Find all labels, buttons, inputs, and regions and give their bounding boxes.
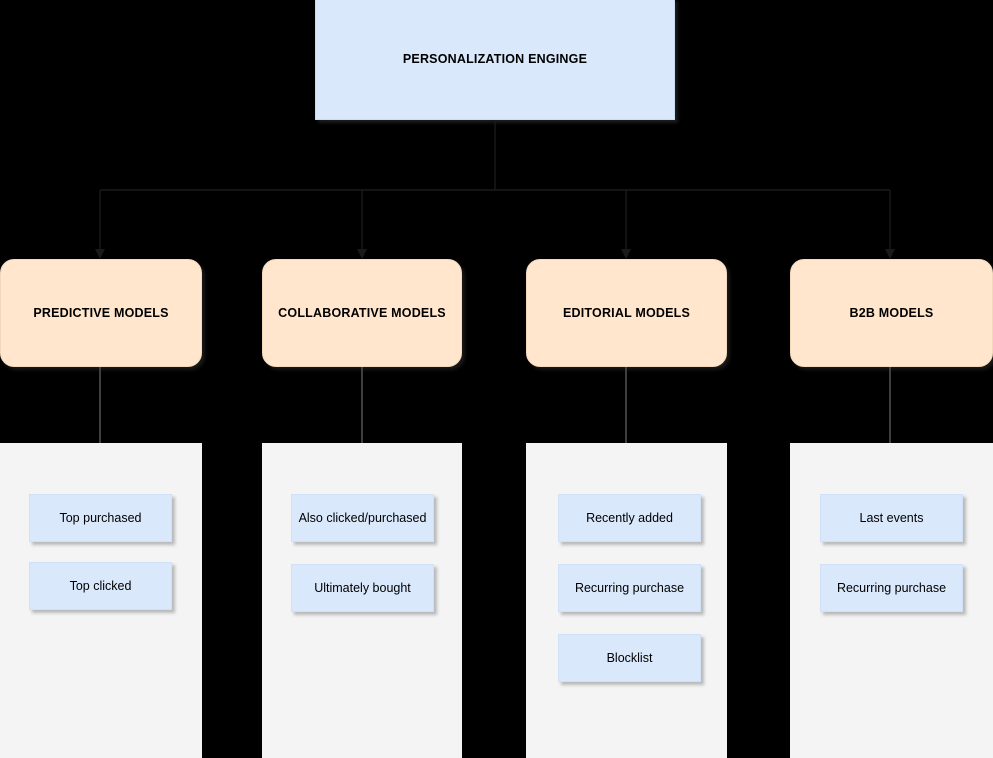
- model-node-editorial-label: EDITORIAL MODELS: [562, 306, 691, 320]
- model-node-predictive[interactable]: PREDICTIVE MODELS: [0, 259, 202, 367]
- personalization-engine-label: PERSONALIZATION ENGINGE: [402, 52, 588, 66]
- model-node-predictive-label: PREDICTIVE MODELS: [33, 306, 169, 320]
- item-box-recurring-purchase-editorial[interactable]: Recurring purchase: [558, 564, 701, 612]
- item-box-recently-added[interactable]: Recently added: [558, 494, 701, 542]
- item-label-top-clicked: Top clicked: [69, 578, 132, 593]
- model-node-collaborative[interactable]: COLLABORATIVE MODELS: [262, 259, 462, 367]
- item-label-ultimately-bought: Ultimately bought: [314, 580, 411, 595]
- item-label-recently-added: Recently added: [586, 510, 673, 525]
- item-label-recurring-purchase-editorial: Recurring purchase: [574, 580, 685, 595]
- item-box-top-purchased[interactable]: Top purchased: [29, 494, 172, 542]
- item-box-top-clicked[interactable]: Top clicked: [29, 562, 172, 610]
- model-node-b2b-label: B2B MODELS: [849, 306, 934, 320]
- model-node-editorial[interactable]: EDITORIAL MODELS: [526, 259, 727, 367]
- item-box-blocklist[interactable]: Blocklist: [558, 634, 701, 682]
- item-label-top-purchased: Top purchased: [59, 510, 142, 525]
- item-label-also-clicked-purchased: Also clicked/purchased: [298, 510, 427, 525]
- model-node-b2b[interactable]: B2B MODELS: [790, 259, 993, 367]
- item-box-also-clicked-purchased[interactable]: Also clicked/purchased: [291, 494, 434, 542]
- item-box-recurring-purchase-b2b[interactable]: Recurring purchase: [820, 564, 963, 612]
- item-box-last-events[interactable]: Last events: [820, 494, 963, 542]
- model-node-collaborative-label: COLLABORATIVE MODELS: [278, 306, 446, 320]
- item-label-last-events: Last events: [859, 510, 924, 525]
- item-box-ultimately-bought[interactable]: Ultimately bought: [291, 564, 434, 612]
- item-label-recurring-purchase-b2b: Recurring purchase: [836, 580, 947, 595]
- item-label-blocklist: Blocklist: [606, 650, 653, 665]
- personalization-engine-node[interactable]: PERSONALIZATION ENGINGE: [315, 0, 675, 120]
